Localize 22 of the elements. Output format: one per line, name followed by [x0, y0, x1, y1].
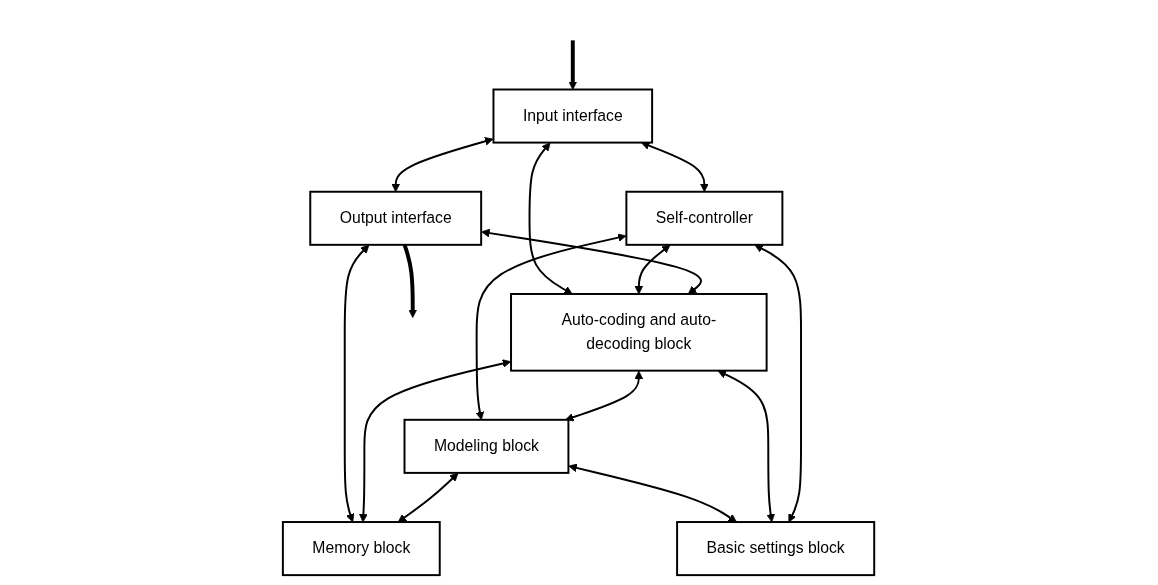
arrow — [481, 228, 703, 294]
arrow — [754, 244, 803, 522]
arrow — [476, 232, 627, 420]
node-box: Auto-coding and auto-decoding block — [510, 292, 769, 372]
arrow — [398, 472, 459, 522]
arrow — [634, 244, 671, 294]
arrow — [568, 463, 738, 522]
arrow — [344, 244, 370, 522]
node-box: Output interface — [309, 190, 483, 246]
arrow — [565, 370, 644, 421]
node-box: Memory block — [282, 520, 442, 576]
arrow — [359, 358, 512, 522]
arrow — [641, 141, 710, 192]
node-box: Self-controller — [625, 190, 784, 246]
node-box: Modeling block — [403, 418, 570, 474]
arrow — [718, 369, 776, 522]
node-box: Basic settings block — [676, 520, 876, 576]
arrow — [391, 136, 494, 192]
arrow — [528, 142, 574, 294]
arrow — [568, 39, 578, 90]
arrow — [403, 243, 418, 318]
node-box: Input interface — [492, 88, 654, 144]
